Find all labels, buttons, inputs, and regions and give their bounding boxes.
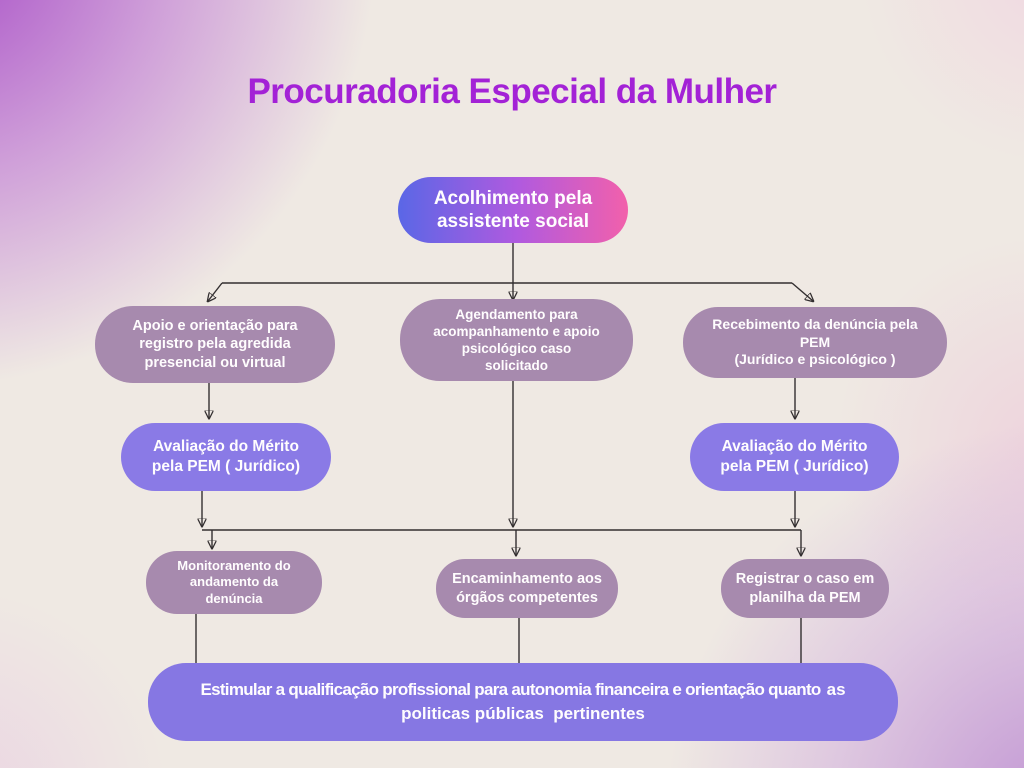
node-agendamento-label: Agendamento para acompanhamento e apoio … <box>433 307 600 373</box>
node-apoio-orientacao-label: Apoio e orientação para registro pela ag… <box>132 317 298 371</box>
node-monitoramento-label: Monitoramento do andamento da denúncia <box>177 558 291 606</box>
node-acolhimento: Acolhimento pela assistente social <box>398 177 628 243</box>
node-avaliacao-merito-direita: Avaliação do Mérito pela PEM ( Jurídico) <box>690 423 899 491</box>
node-estimular-line1-tail: as <box>826 679 846 699</box>
node-acolhimento-label: Acolhimento pela assistente social <box>433 187 593 232</box>
node-encaminhamento-label: Encaminhamento aos órgãos competentes <box>452 571 602 606</box>
node-recebimento-denuncia-label: Recebimento da denúncia pela PEM (Jurídi… <box>712 316 918 368</box>
node-registrar-caso: Registrar o caso em planilha da PEM <box>721 559 889 618</box>
connector-arrow-to-apoio <box>208 282 223 301</box>
node-registrar-caso-label: Registrar o caso em planilha da PEM <box>735 571 875 606</box>
node-estimular-line2: politicas públicas pertinentes <box>401 704 645 723</box>
connector-arrow-to-recebimento <box>791 282 813 301</box>
node-estimular-line1: Estimular a qualificação profissional pa… <box>200 678 845 702</box>
node-agendamento: Agendamento para acompanhamento e apoio … <box>400 299 633 381</box>
node-recebimento-denuncia: Recebimento da denúncia pela PEM (Jurídi… <box>683 307 947 378</box>
node-avaliacao-merito-direita-label: Avaliação do Mérito pela PEM ( Jurídico) <box>720 437 869 475</box>
node-encaminhamento: Encaminhamento aos órgãos competentes <box>436 559 618 618</box>
node-apoio-orientacao: Apoio e orientação para registro pela ag… <box>95 306 335 383</box>
node-estimular-qualificacao: Estimular a qualificação profissional pa… <box>148 663 898 741</box>
node-monitoramento: Monitoramento do andamento da denúncia <box>146 551 322 614</box>
node-avaliacao-merito-esquerda-label: Avaliação do Mérito pela PEM ( Jurídico) <box>151 437 301 475</box>
node-estimular-line1-main: Estimular a qualificação profissional pa… <box>200 679 821 699</box>
node-avaliacao-merito-esquerda: Avaliação do Mérito pela PEM ( Jurídico) <box>121 423 331 491</box>
page-title: Procuradoria Especial da Mulher <box>247 72 777 111</box>
